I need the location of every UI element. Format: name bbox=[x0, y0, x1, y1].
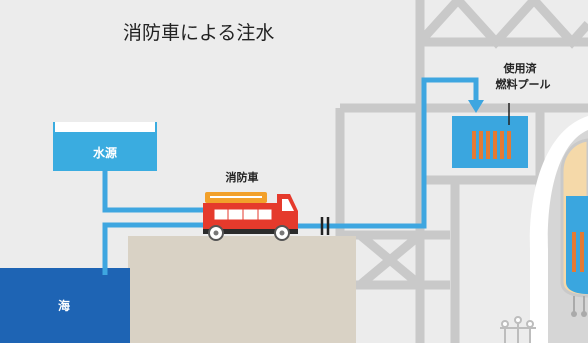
spent-fuel-pool-label-line1: 使用済 bbox=[503, 61, 538, 75]
sea-label: 海 bbox=[58, 298, 70, 313]
pipe-connector-icon bbox=[320, 217, 330, 235]
pipe-arrow-icon bbox=[468, 100, 484, 113]
water-source-label: 水源 bbox=[93, 145, 117, 160]
reactor-pressure-vessel bbox=[560, 138, 588, 317]
ground bbox=[128, 236, 356, 343]
spent-fuel-pool bbox=[452, 103, 528, 168]
diagram-title: 消防車による注水 bbox=[123, 22, 274, 44]
injection-piping bbox=[102, 77, 479, 275]
fire-truck-icon bbox=[203, 192, 298, 241]
sea bbox=[0, 268, 130, 343]
fire-truck-label: 消防車 bbox=[226, 170, 259, 184]
spent-fuel-pool-label-line2: 燃料プール bbox=[495, 77, 551, 91]
valves-decor bbox=[500, 316, 536, 343]
